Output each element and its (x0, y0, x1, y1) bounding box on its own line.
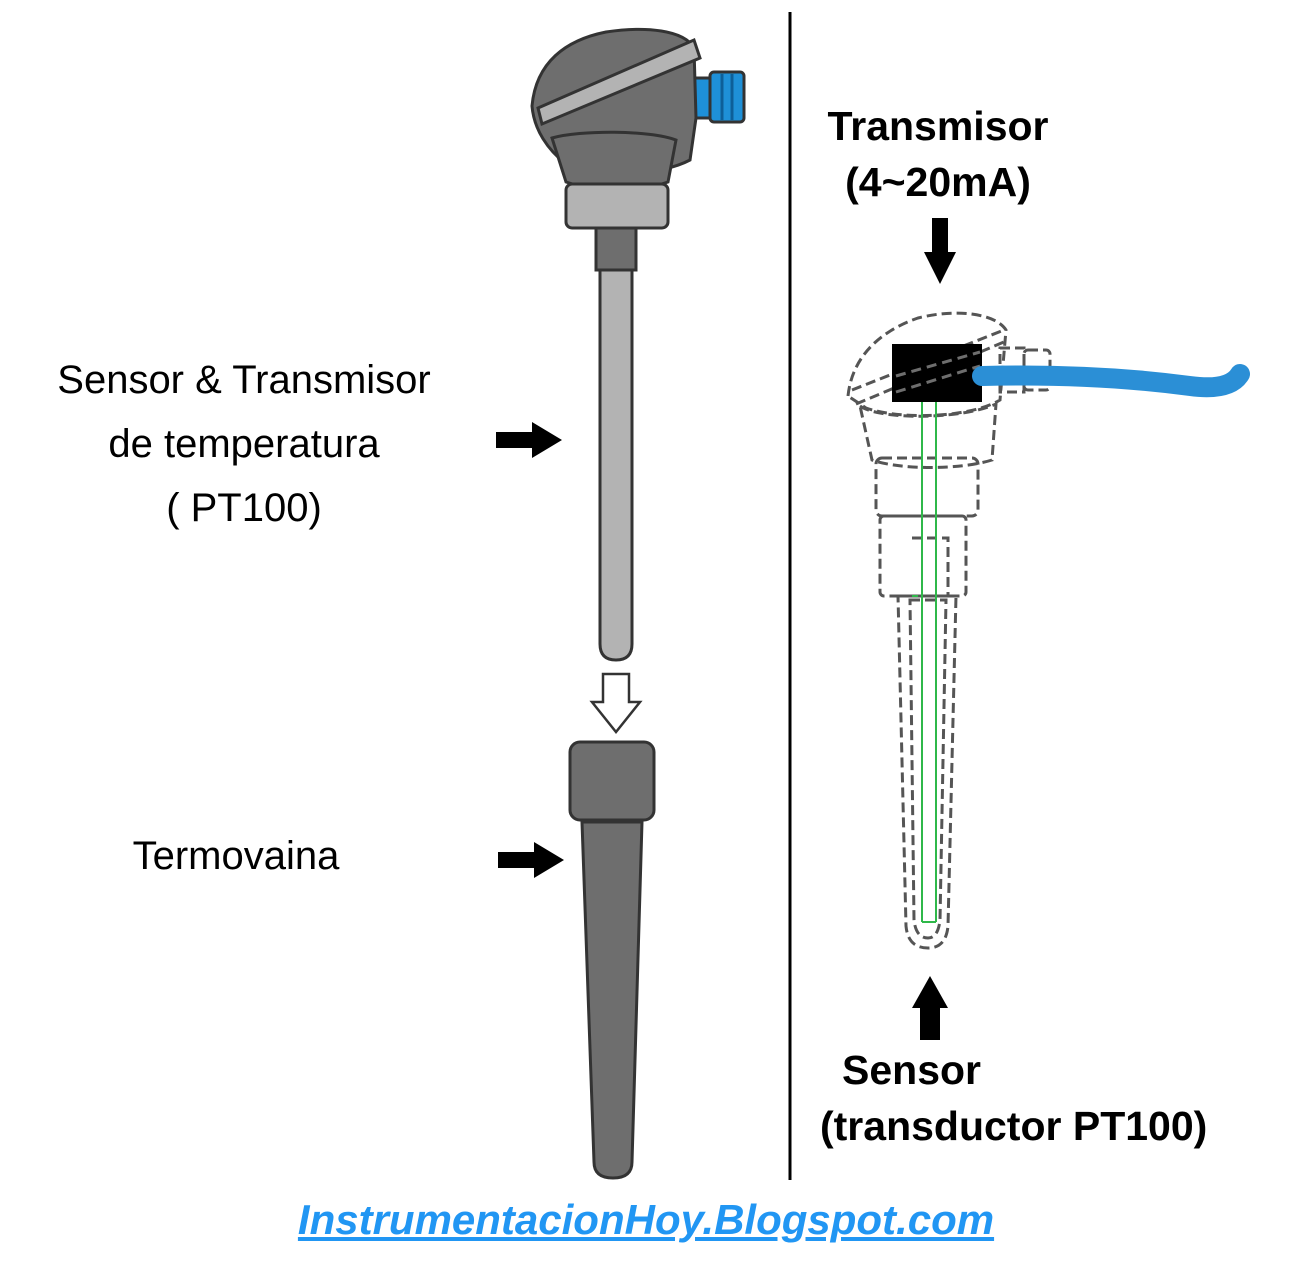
probe-stem (598, 268, 634, 662)
sensor-pointer-arrow-icon (496, 422, 562, 458)
sensor-transducer-label: Sensor (transductor PT100) (806, 1042, 1290, 1154)
sensor-label-line-1: Sensor & Transmisor (57, 358, 431, 402)
sensor-label-line-2: de temperatura (108, 422, 380, 466)
blog-link[interactable]: InstrumentacionHoy.Blogspot.com (297, 1196, 995, 1243)
transmitter-module (892, 344, 982, 402)
transmitter-down-arrow-icon (924, 218, 956, 284)
lid-stripe (536, 37, 702, 127)
signal-cable (972, 364, 1250, 398)
sensor-transducer-line-1: Sensor (842, 1047, 981, 1093)
transmitter-label: Transmisor (4~20mA) (800, 98, 1076, 210)
head-lower-band (550, 130, 678, 191)
transmitter-label-line-1: Transmisor (827, 103, 1049, 149)
insert-down-arrow-icon (589, 672, 643, 735)
transmitter-label-line-2: (4~20mA) (845, 159, 1031, 205)
sensor-label-line-3: ( PT100) (166, 486, 322, 530)
thermowell-body (580, 820, 644, 1180)
thermowell (568, 740, 656, 1180)
sensor-transmitter-label: Sensor & Transmisor de temperatura ( PT1… (12, 348, 476, 540)
thermowell-head (568, 740, 656, 822)
sensor-up-arrow-icon (912, 976, 948, 1040)
cutaway-assembly (846, 311, 1052, 950)
thermowell-label: Termovaina (132, 834, 340, 878)
sensor-transducer-line-2: (transductor PT100) (820, 1103, 1208, 1149)
hex-fitting (594, 226, 638, 272)
sensor-transmitter-assembly (530, 27, 746, 662)
transmitter-module-hatch (895, 350, 981, 394)
head-neck (564, 182, 670, 230)
pt100-element (912, 402, 937, 923)
thermowell-pointer-arrow-icon (498, 842, 564, 878)
